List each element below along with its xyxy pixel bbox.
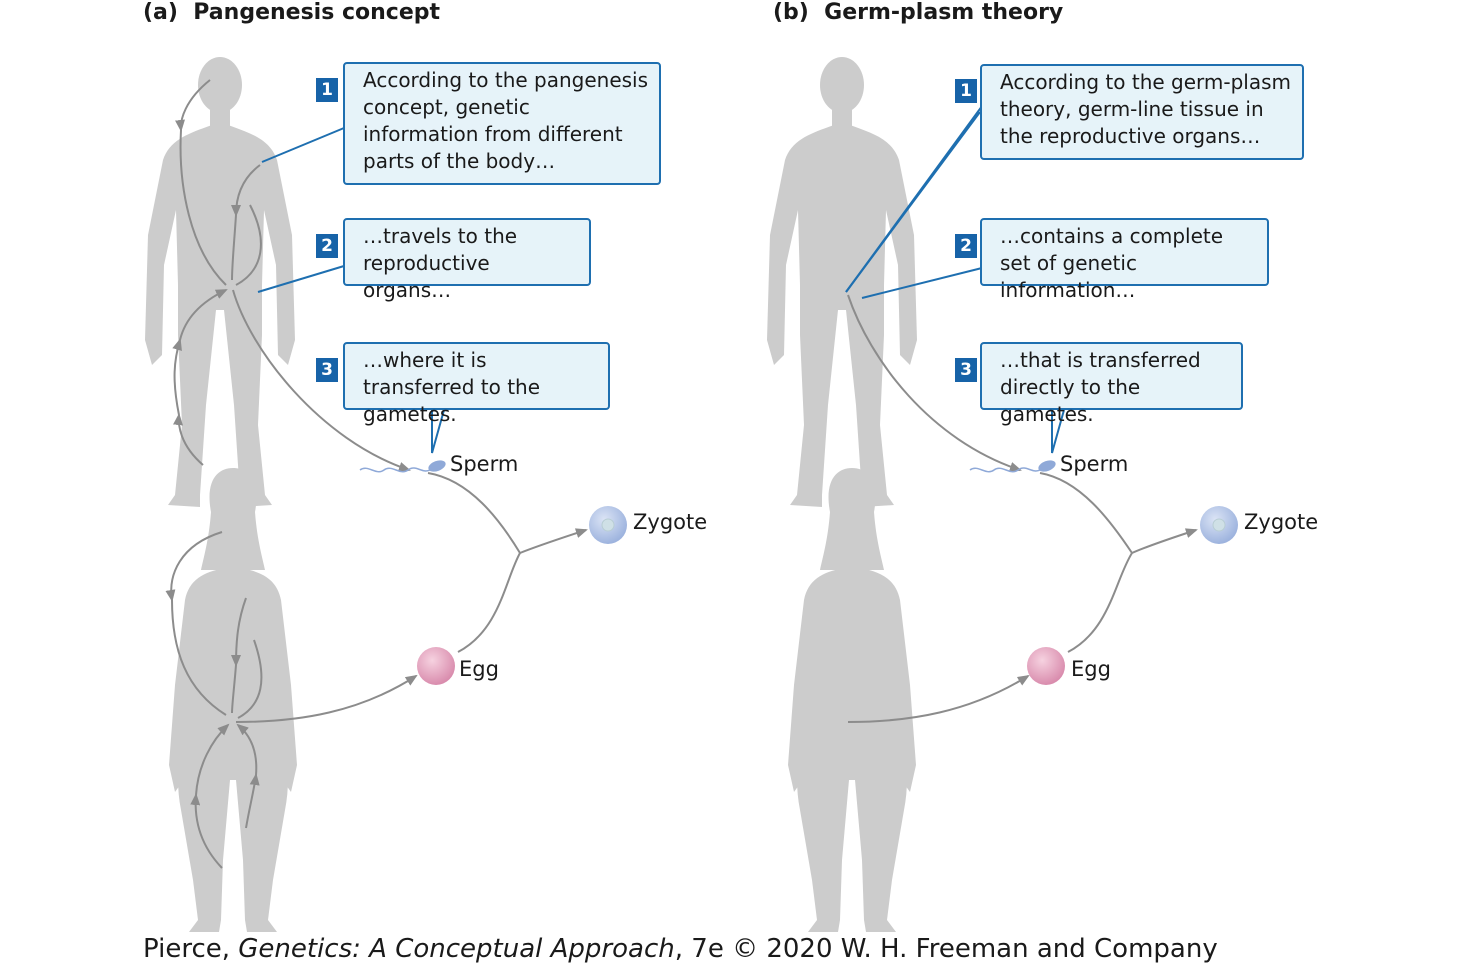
egg-a — [417, 647, 455, 685]
callout-connectors-b — [845, 101, 1065, 454]
step-2-badge-a: 2 — [316, 234, 338, 258]
step-1-badge-a: 1 — [316, 78, 338, 102]
step-1-badge-b: 1 — [955, 79, 977, 103]
callout-step-3-b: …that is transferred directly to the gam… — [980, 342, 1243, 426]
callout-step-1-b: According to the germ-plasm theory, germ… — [980, 64, 1304, 160]
credit-line: Pierce, Genetics: A Conceptual Approach,… — [143, 934, 1218, 964]
male-silhouette-b — [767, 57, 917, 507]
gamete-arrows-a — [427, 472, 588, 653]
egg-b — [1027, 647, 1065, 685]
callout-step-3-a: …where it is transferred to the gametes. — [343, 342, 610, 426]
callout-step-1-a: According to the pangenesis concept, gen… — [343, 62, 661, 185]
flow-arrows-male-a — [172, 79, 411, 472]
sperm-a — [359, 460, 446, 473]
step-3-badge-a: 3 — [316, 358, 338, 382]
step-2-badge-b: 2 — [955, 234, 977, 258]
callout-connectors-a — [257, 127, 445, 454]
callout-step-2-a: …travels to the reproductive organs… — [343, 218, 591, 302]
panel-b-title: (b) Germ-plasm theory — [773, 0, 1064, 25]
step-3-badge-b: 3 — [955, 358, 977, 382]
female-silhouette-b — [788, 468, 916, 932]
egg-label-b: Egg — [1071, 657, 1111, 681]
zygote-label-a: Zygote — [633, 510, 708, 534]
flow-arrows-female-a — [165, 531, 418, 869]
zygote-label-b: Zygote — [1244, 510, 1319, 534]
sperm-label-a: Sperm — [450, 452, 519, 476]
credit-book-title: Genetics: A Conceptual Approach — [238, 934, 675, 964]
sperm-b — [969, 460, 1056, 473]
egg-label-a: Egg — [459, 657, 499, 681]
credit-author: Pierce, — [143, 934, 239, 964]
sperm-label-b: Sperm — [1060, 452, 1129, 476]
callout-step-2-b: …contains a complete set of genetic info… — [980, 218, 1269, 302]
male-silhouette-a — [145, 57, 295, 507]
credit-edition: , 7e © 2020 W. H. Freeman and Company — [674, 934, 1218, 964]
zygote-a — [589, 506, 627, 544]
zygote-b — [1200, 506, 1238, 544]
gamete-arrows-b — [847, 294, 1198, 723]
panel-a-title: (a) Pangenesis concept — [143, 0, 440, 25]
